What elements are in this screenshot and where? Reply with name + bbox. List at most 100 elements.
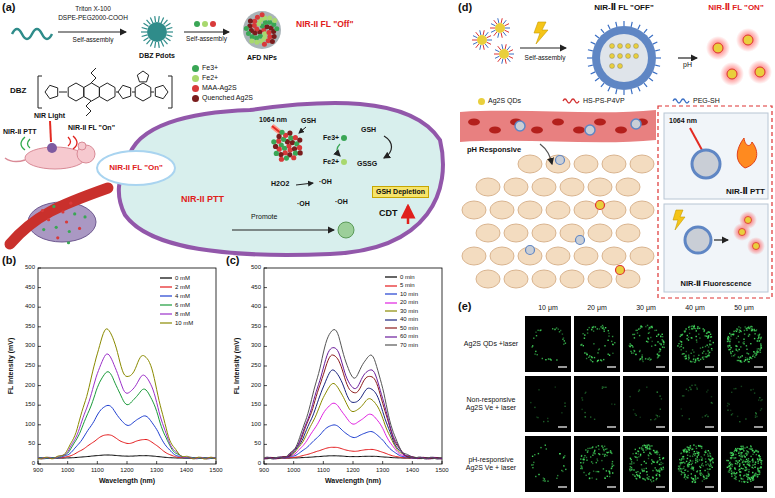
benzene-ring (99, 83, 115, 101)
fluorescence-pixel (728, 339, 729, 340)
fluorescence-pixel (737, 360, 738, 361)
fluorescence-pixel (659, 348, 660, 349)
fluorescence-pixel (694, 482, 695, 483)
fluorescence-pixel (610, 452, 611, 453)
peg-chain (623, 21, 624, 26)
legend-item: 4 mM (160, 292, 190, 300)
nanoparticle-dot (290, 140, 295, 145)
fluorescence-pixel (660, 336, 661, 337)
fluorescence-pixel (730, 410, 731, 411)
fluorescence-pixel (749, 465, 750, 466)
fluorescence-pixel (702, 352, 703, 353)
fluorescence-pixel (747, 477, 748, 478)
fluorescence-pixel (707, 331, 708, 332)
fluorescence-pixel (756, 413, 757, 414)
fluorescence-pixel (737, 448, 738, 449)
fluorescence-pixel (640, 473, 641, 474)
fluorescence-pixel (751, 477, 752, 478)
mouse-ear (78, 142, 86, 150)
ligand-chain (476, 32, 479, 36)
fluorescence-pixel (752, 450, 753, 451)
fluorescence-pixel (739, 464, 740, 465)
nanoparticle (596, 201, 605, 210)
fluorescence-pixel (754, 353, 755, 354)
fluorescence-pixel (689, 447, 690, 448)
fluorescence-pixel (752, 461, 753, 462)
fluorescence-pixel (533, 464, 534, 465)
fluorescence-pixel (745, 467, 746, 468)
fluorescence-pixel (752, 326, 753, 327)
radical-label: ·OH (318, 178, 333, 186)
fluorescence-pixel (751, 358, 752, 359)
tick-mark (264, 464, 267, 465)
fluorescence-pixel (640, 358, 641, 359)
quantum-dot (618, 54, 623, 59)
fluorescence-pixel (645, 479, 646, 480)
peg-chain (631, 22, 632, 27)
fluorescence-pixel (710, 455, 711, 456)
fluorescence-pixel (711, 396, 712, 397)
fluorescence-pixel (651, 459, 652, 460)
fluorescence-pixel (661, 469, 662, 470)
fluorescence-pixel (729, 345, 730, 346)
fluorescence-pixel (642, 478, 643, 479)
therapy-label: NIR-II PTT (180, 194, 225, 204)
legend-line (563, 99, 579, 103)
tick-label: 500 (251, 264, 261, 271)
legend-line (385, 344, 397, 345)
fluorescence-pixel (647, 477, 648, 478)
fluorescence-pixel (711, 336, 712, 337)
fluorescence-pixel (663, 341, 664, 342)
fluorescence-pixel (695, 475, 696, 476)
fluorescence-pixel (696, 339, 697, 340)
fluorescence-pixel (540, 447, 541, 448)
fluorescence-pixel (631, 461, 632, 462)
fluorescence-pixel (584, 352, 585, 353)
fluorescence-pixel (612, 472, 613, 473)
fluorescence-pixel (701, 460, 702, 461)
fluorescence-pixel (682, 415, 683, 416)
fluorescence-pixel (640, 327, 641, 328)
fluorescence-pixel (679, 465, 680, 466)
fluorescence-pixel (708, 335, 709, 336)
fluorescence-pixel (755, 355, 756, 356)
fluorescence-pixel (637, 332, 638, 333)
ligand-chain (485, 32, 488, 36)
fluorescence-pixel (696, 451, 697, 452)
fluorescence-pixel (680, 462, 681, 463)
axis-title: FL Intensity (mV) (233, 338, 241, 395)
fluorescence-pixel (587, 329, 588, 330)
fluorescence-pixel (658, 334, 659, 335)
fluorescence-pixel (641, 326, 642, 327)
tick-label: 1500 (435, 467, 448, 474)
fluorescence-pixel (709, 343, 710, 344)
fluorescence-pixel (543, 421, 544, 422)
fluorescence-pixel (638, 451, 639, 452)
legend-line (385, 285, 397, 286)
fluorescence-pixel (740, 449, 741, 450)
fluorescence-pixel (639, 359, 640, 360)
vesicle (631, 119, 641, 129)
fluorescence-pixel (634, 337, 635, 338)
wavelength-label: 1064 nm (258, 116, 288, 124)
thiadiazole-ring (137, 71, 148, 82)
nanoparticle-dot (270, 39, 275, 44)
fluorescence-pixel (647, 474, 648, 475)
fluorescence-pixel (739, 421, 740, 422)
legend-item: 0 min (385, 273, 415, 281)
ligand-chain (507, 46, 510, 50)
thiophene-ring (45, 85, 58, 98)
fluorescence-pixel (748, 477, 749, 478)
ion-label: Fe3+ (322, 134, 340, 142)
fluorescence-pixel (581, 455, 582, 456)
fluorescence-pixel (700, 446, 701, 447)
fluorescence-pixel (691, 449, 692, 450)
fluorescence-pixel (754, 467, 755, 468)
fluorescence-pixel (647, 445, 648, 446)
fluorescence-pixel (755, 462, 756, 463)
axis-title: Wavelength (nm) (99, 477, 155, 485)
fluorescence-pixel (736, 460, 737, 461)
fluorescence-pixel (740, 327, 741, 328)
fluorescence-pixel (741, 386, 742, 387)
fluorescence-pixel (697, 461, 698, 462)
